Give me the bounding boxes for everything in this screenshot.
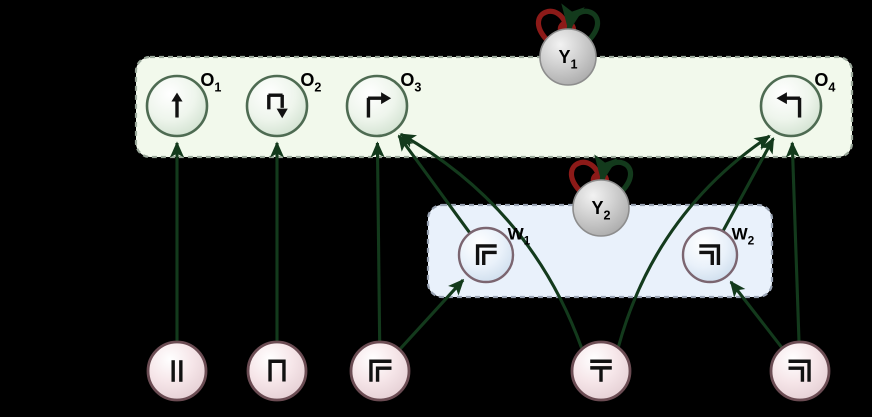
output-layer-box (134, 55, 854, 159)
node-O4[interactable] (759, 74, 823, 138)
edge-W2-to-O4 (722, 137, 775, 232)
arch-icon (268, 359, 286, 382)
edge-W1-to-O3 (397, 134, 471, 234)
arrow-up-icon (171, 92, 183, 118)
node-O3[interactable] (345, 74, 409, 138)
edge-I4-to-O4 (616, 134, 771, 348)
node-I3[interactable] (349, 340, 411, 402)
arrow-turn-down-icon (267, 93, 288, 119)
node-O2[interactable] (245, 74, 309, 138)
edge-I5-to-W2 (729, 280, 783, 349)
edge-I3-to-O3 (370, 141, 385, 342)
self-loop-Y2-excitatory (594, 154, 633, 193)
double-bar-icon (171, 360, 183, 382)
edge-I3-to-W1 (399, 278, 465, 350)
edge-I5-to-O4 (785, 141, 801, 342)
double-tee-icon (590, 359, 612, 382)
arrow-turn-left-icon (776, 92, 802, 118)
corner-bracket-right-icon (699, 244, 721, 266)
corner-bracket-left-icon (369, 359, 392, 382)
node-W2[interactable] (681, 226, 739, 284)
self-loop-Y1-excitatory (561, 3, 600, 42)
node-I5[interactable] (769, 340, 831, 402)
corner-bracket-right-icon (788, 359, 811, 382)
node-I2[interactable] (246, 340, 308, 402)
node-Y2[interactable] (572, 179, 630, 237)
node-W1[interactable] (457, 226, 515, 284)
corner-bracket-left-icon (475, 244, 497, 266)
node-Y1[interactable] (539, 28, 597, 86)
edge-I4-to-O3 (399, 132, 584, 349)
arrow-turn-right-icon (366, 92, 392, 118)
node-I1[interactable] (146, 340, 208, 402)
